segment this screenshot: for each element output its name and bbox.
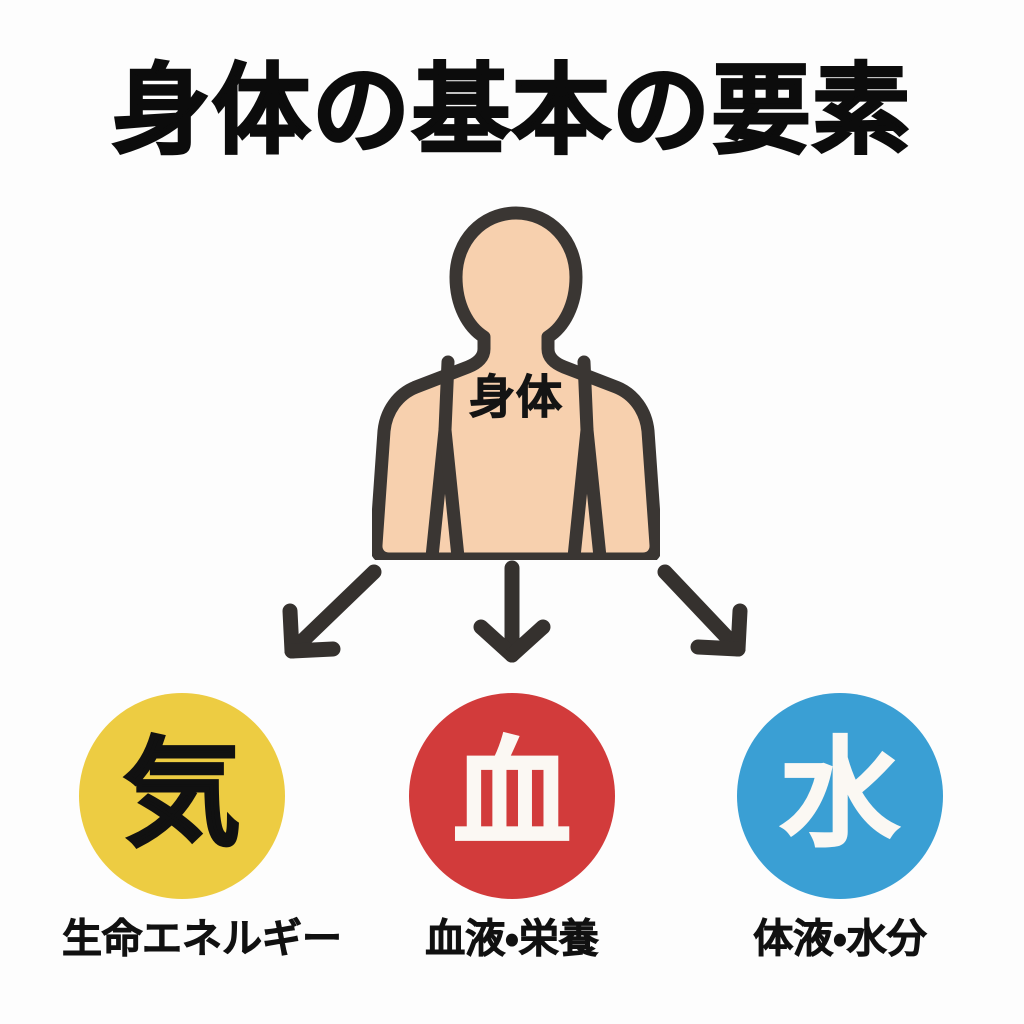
element-character-sui: 水 xyxy=(780,725,900,863)
element-circle-sui[interactable]: 水 xyxy=(737,693,943,899)
human-body-figure xyxy=(372,205,660,560)
element-circle-ketsu[interactable]: 血 xyxy=(409,693,615,899)
arrow-group xyxy=(0,555,1024,680)
arrow-down-left-icon xyxy=(282,564,382,659)
arrow-down-right-icon xyxy=(657,564,748,657)
left-arm-inner-line xyxy=(438,423,465,560)
element-label-sui: 体液・水分 xyxy=(753,916,927,962)
arrows-svg xyxy=(282,560,748,663)
element-ketsu[interactable]: 血 血液・栄養 xyxy=(392,693,632,961)
element-character-ki: 気 xyxy=(122,725,242,863)
element-character-ketsu: 血 xyxy=(452,725,572,863)
element-circle-ki[interactable]: 気 xyxy=(79,693,285,899)
element-label-ketsu: 血液・栄養 xyxy=(425,916,599,962)
element-ki[interactable]: 気 生命エネルギー xyxy=(62,693,343,962)
element-sui[interactable]: 水 体液・水分 xyxy=(720,693,960,961)
arrow-down-icon xyxy=(473,560,551,663)
element-label-ki: 生命エネルギー xyxy=(62,916,343,962)
human-body-icon xyxy=(372,206,660,560)
page-title: 身体の基本の要素 xyxy=(111,54,912,168)
right-arm-inner-line xyxy=(567,423,594,560)
body-figure-label: 身体 xyxy=(469,370,563,424)
